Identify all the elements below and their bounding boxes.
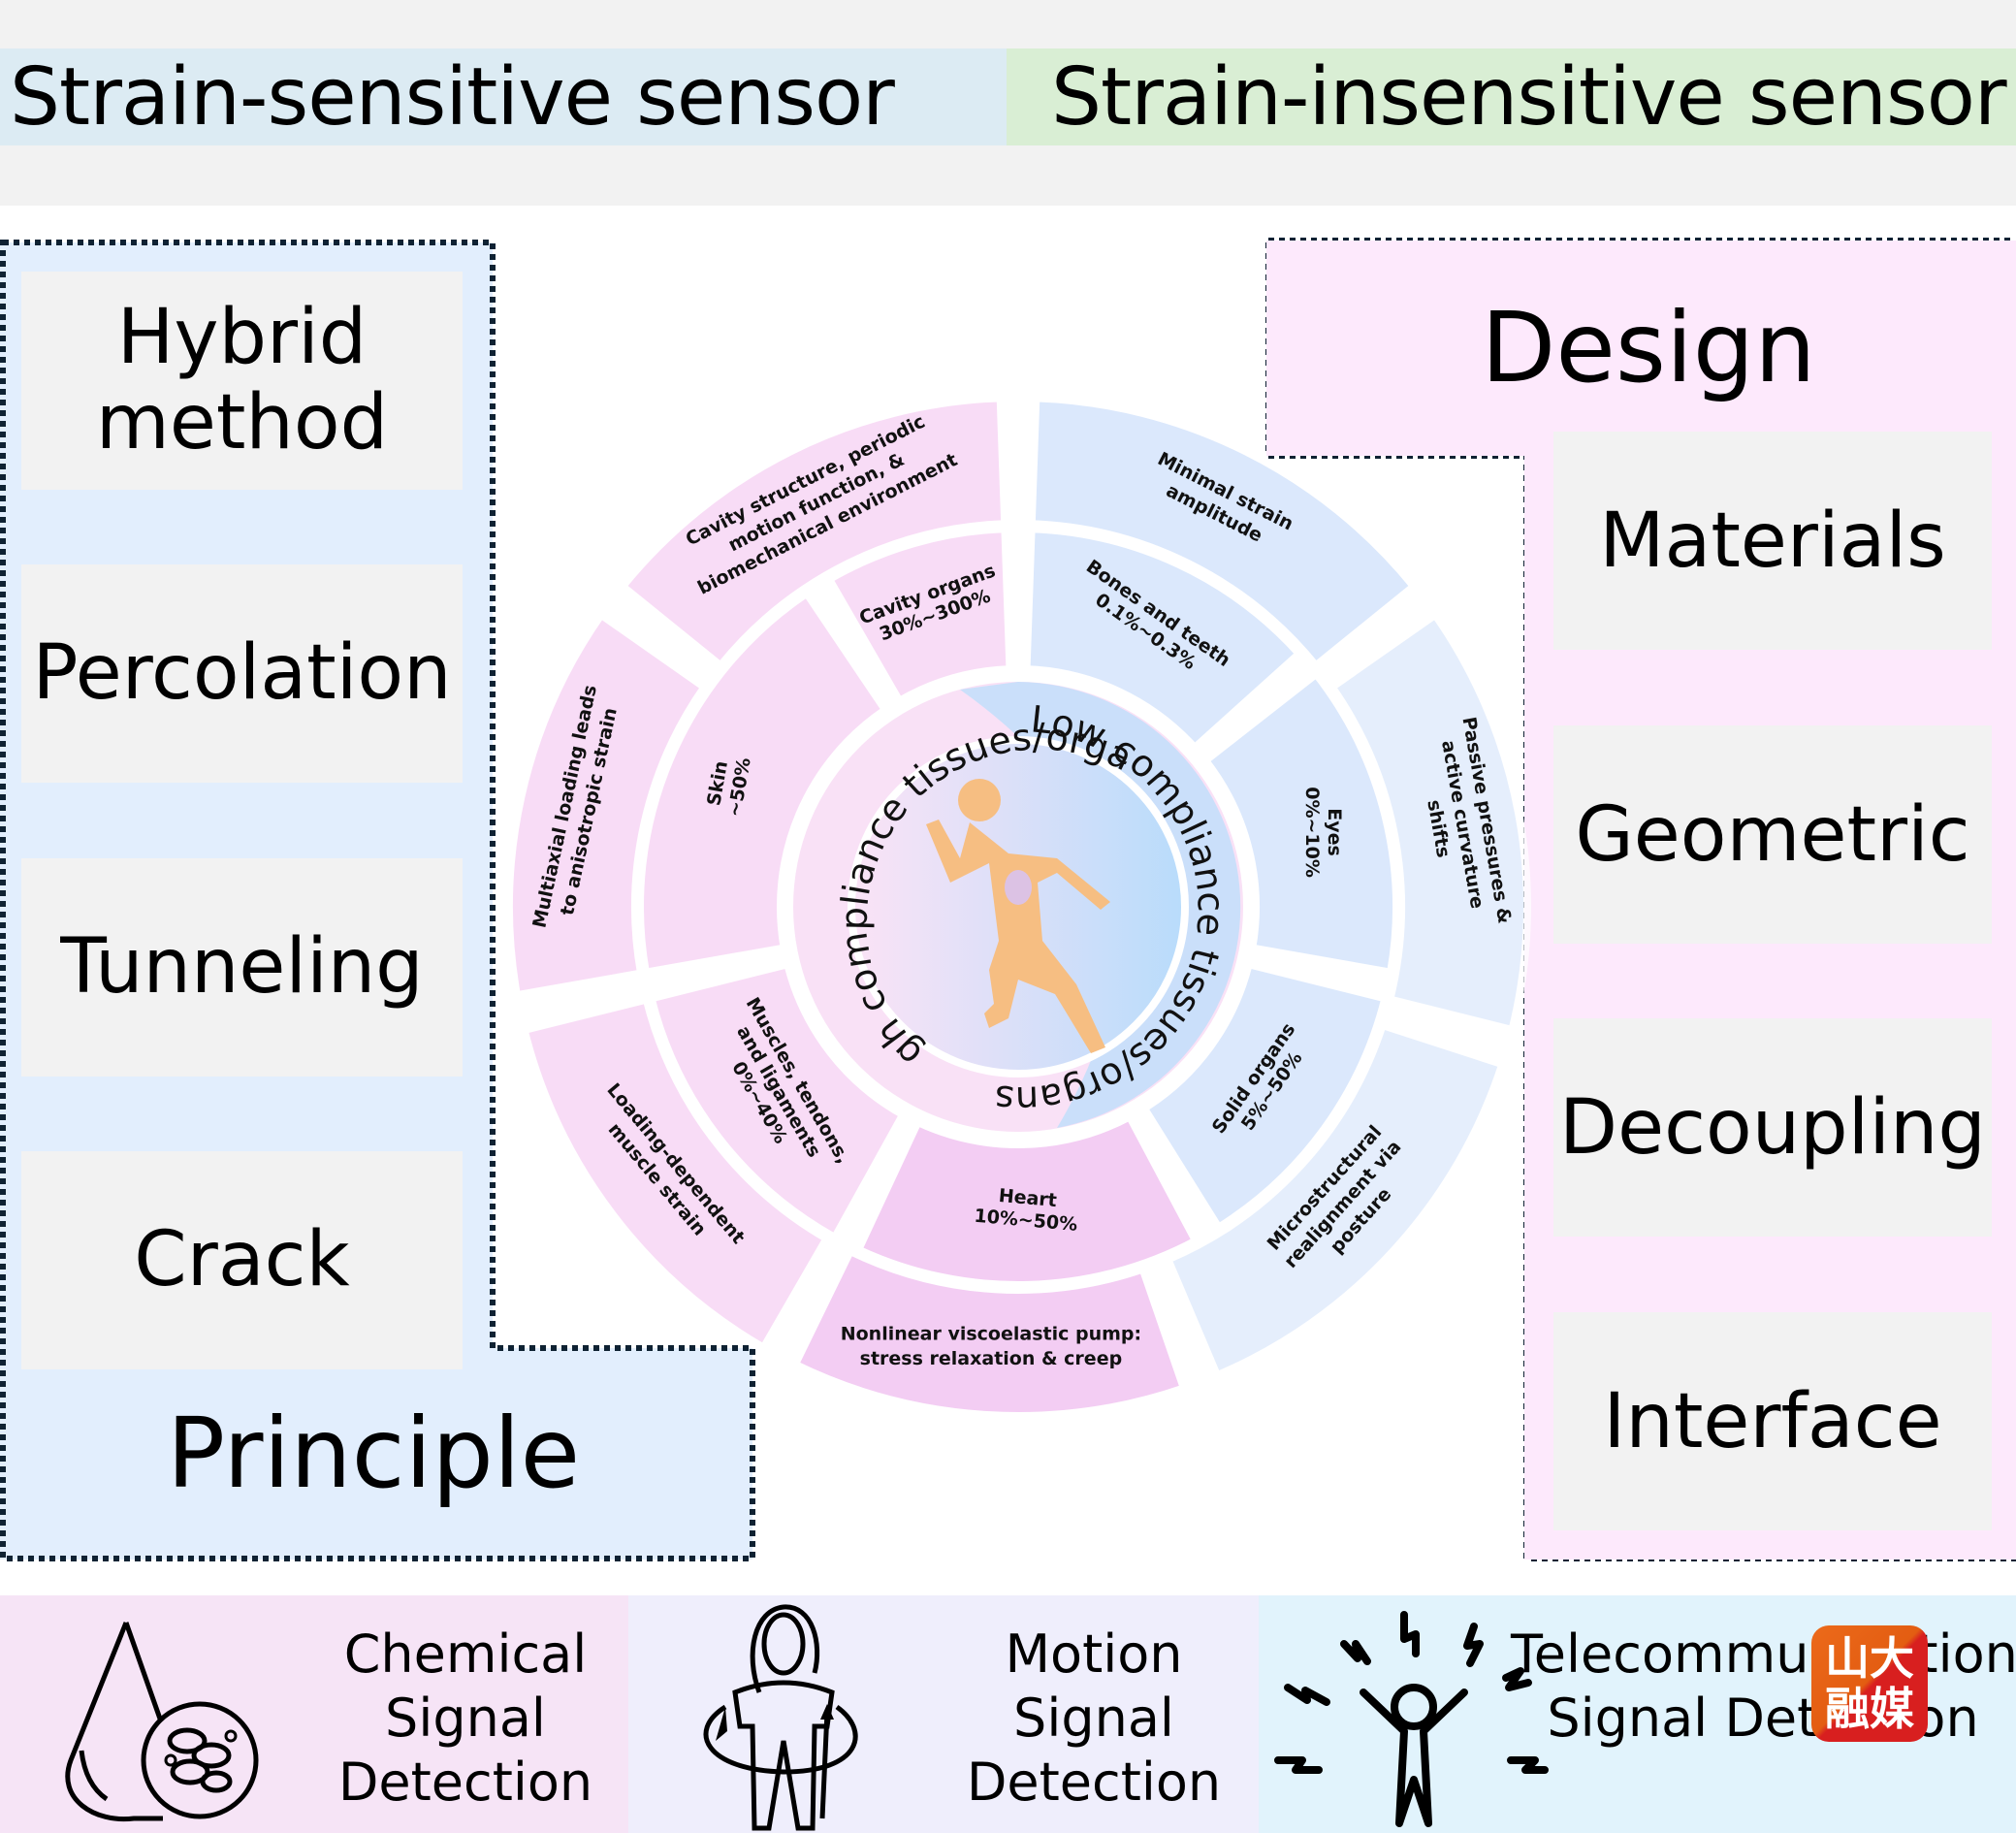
application-label: Motion Signal Detection xyxy=(966,1624,1222,1813)
strain-insensitive-title: Strain-insensitive sensor xyxy=(1051,50,2007,144)
design-item-decoupling: Decoupling xyxy=(1553,1018,1992,1237)
principle-item-hybrid-method: Hybrid method xyxy=(21,272,463,490)
outer-segment xyxy=(505,610,709,1000)
label-ring-low xyxy=(960,682,1241,1128)
inner-segment-label: Eyes0%~10% xyxy=(1301,787,1345,878)
inner-segment xyxy=(854,1112,1200,1289)
principle-item-tunneling: Tunneling xyxy=(21,858,463,1077)
inner-segment xyxy=(1201,669,1400,977)
outer-segment xyxy=(1328,610,1531,1035)
inner-ring xyxy=(636,525,1400,1289)
application-label: Chemical Signal Detection xyxy=(337,1624,593,1813)
inner-segment xyxy=(1139,960,1390,1232)
strain-insensitive-header: Strain-insensitive sensor xyxy=(1007,48,2016,145)
outer-segment xyxy=(520,995,831,1352)
person-signals-icon xyxy=(1274,1611,1549,1827)
application-label: Telecommunication Signal Detection xyxy=(1511,1624,2016,1749)
application-chemical: Chemical Signal Detection xyxy=(0,1595,628,1833)
outer-segment-label: Nonlinear viscoelastic pump:stress relax… xyxy=(841,1324,1141,1369)
outer-ring xyxy=(505,394,1531,1420)
inner-segment xyxy=(825,525,1014,705)
outer-segment xyxy=(790,1247,1188,1420)
principle-item-percolation: Percolation xyxy=(21,564,463,783)
design-panel xyxy=(1266,241,2016,456)
inner-segment-label: Skin~50% xyxy=(702,753,755,819)
inner-segment xyxy=(647,960,908,1242)
design-item-materials: Materials xyxy=(1553,432,1992,650)
strain-sensitive-header: Strain-sensitive sensor xyxy=(0,48,1007,145)
inner-segment xyxy=(636,589,889,977)
watermark-logo: 山大 融媒 xyxy=(1811,1625,1928,1742)
design-item-interface: Interface xyxy=(1553,1312,1992,1530)
outer-segment xyxy=(1027,394,1419,670)
inner-segment xyxy=(1022,525,1303,753)
design-item-geometric: Geometric xyxy=(1553,725,1992,944)
strain-sensitive-title: Strain-sensitive sensor xyxy=(10,50,895,144)
outer-segment xyxy=(618,394,1009,670)
compliance-wheel-diagram: High compliance tissues/organs Low compl… xyxy=(505,394,1531,1420)
principle-title: Principle xyxy=(166,1397,581,1510)
application-motion: Motion Signal Detection xyxy=(628,1595,1259,1833)
design-title: Design xyxy=(1481,291,1816,404)
principle-item-crack: Crack xyxy=(21,1151,463,1369)
running-human-anatomy-icon xyxy=(926,779,1110,1053)
rotating-body-icon xyxy=(703,1604,858,1831)
outer-segment xyxy=(1164,1021,1507,1380)
blood-drop-cells-icon xyxy=(65,1622,259,1822)
